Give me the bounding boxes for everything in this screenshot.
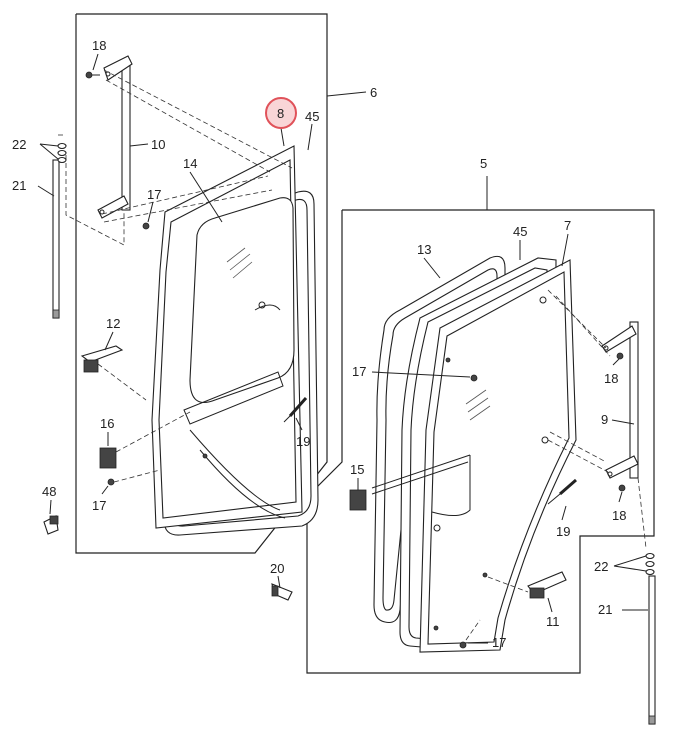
- callout-7: 7: [564, 218, 571, 233]
- gas-strut-19-right: [547, 478, 577, 505]
- clip-22-left: [57, 134, 67, 164]
- callout-16: 16: [100, 416, 114, 431]
- callout-45: 45: [305, 109, 319, 124]
- callout-22: 22: [594, 559, 608, 574]
- callout-5: 5: [480, 156, 487, 171]
- callout-18: 18: [612, 508, 626, 523]
- callout-17: 17: [92, 498, 106, 513]
- hinge-dashed-guides-left: [65, 69, 293, 246]
- right-door-assembly-frame: [306, 209, 655, 674]
- rod-21-right: [648, 575, 656, 725]
- callout-19: 19: [296, 434, 310, 449]
- screw-18-right-lower: [618, 484, 626, 492]
- callout-18: 18: [604, 371, 618, 386]
- callout-17: 17: [352, 364, 366, 379]
- right-door-tube: [371, 454, 471, 495]
- bracket-20: [271, 583, 293, 601]
- left-door-glass-14: [183, 197, 295, 425]
- callout-15: 15: [350, 462, 364, 477]
- left-door-tube: [189, 429, 286, 519]
- callout-21: 21: [598, 602, 612, 617]
- callout-9: 9: [601, 412, 608, 427]
- callout-17: 17: [147, 187, 161, 202]
- hinge-bracket-9: [601, 321, 639, 479]
- right-door-panel-7: [419, 259, 577, 653]
- screw-18-right-upper: [616, 352, 624, 360]
- callout-19: 19: [556, 524, 570, 539]
- door-lock-16: [99, 411, 191, 469]
- callout-6: 6: [370, 85, 377, 100]
- callout-8: 8: [277, 106, 284, 121]
- door-handle-11: [487, 571, 567, 599]
- hinge-dashed-guides-right: [547, 289, 647, 549]
- door-handle-12: [80, 345, 147, 401]
- door-lock-15: [349, 489, 367, 511]
- hinge-bracket-10: [97, 55, 133, 219]
- callout-48: 48: [42, 484, 56, 499]
- callout-21: 21: [12, 178, 26, 193]
- callout-13: 13: [417, 242, 431, 257]
- screw-17-left-upper: [142, 222, 150, 230]
- catch-48: [43, 515, 59, 535]
- callout-11: 11: [546, 614, 560, 629]
- leader-lines: [37, 53, 648, 644]
- clip-22-right: [645, 552, 655, 576]
- screw-17-right-upper: [470, 374, 478, 382]
- callout-45: 45: [513, 224, 527, 239]
- callout-14: 14: [183, 156, 197, 171]
- rod-21-left: [52, 159, 60, 319]
- callout-22: 22: [12, 137, 26, 152]
- callout-20: 20: [270, 561, 284, 576]
- gas-strut-19-left: [283, 397, 308, 423]
- callout-12: 12: [106, 316, 120, 331]
- callout-18: 18: [92, 38, 106, 53]
- callout-10: 10: [151, 137, 165, 152]
- hinge-screw-18: [85, 71, 100, 79]
- highlight-circle: [265, 97, 297, 129]
- screw-17-left-lower: [107, 469, 161, 486]
- screw-17-right-lower: [459, 619, 481, 649]
- callout-17: 17: [492, 635, 506, 650]
